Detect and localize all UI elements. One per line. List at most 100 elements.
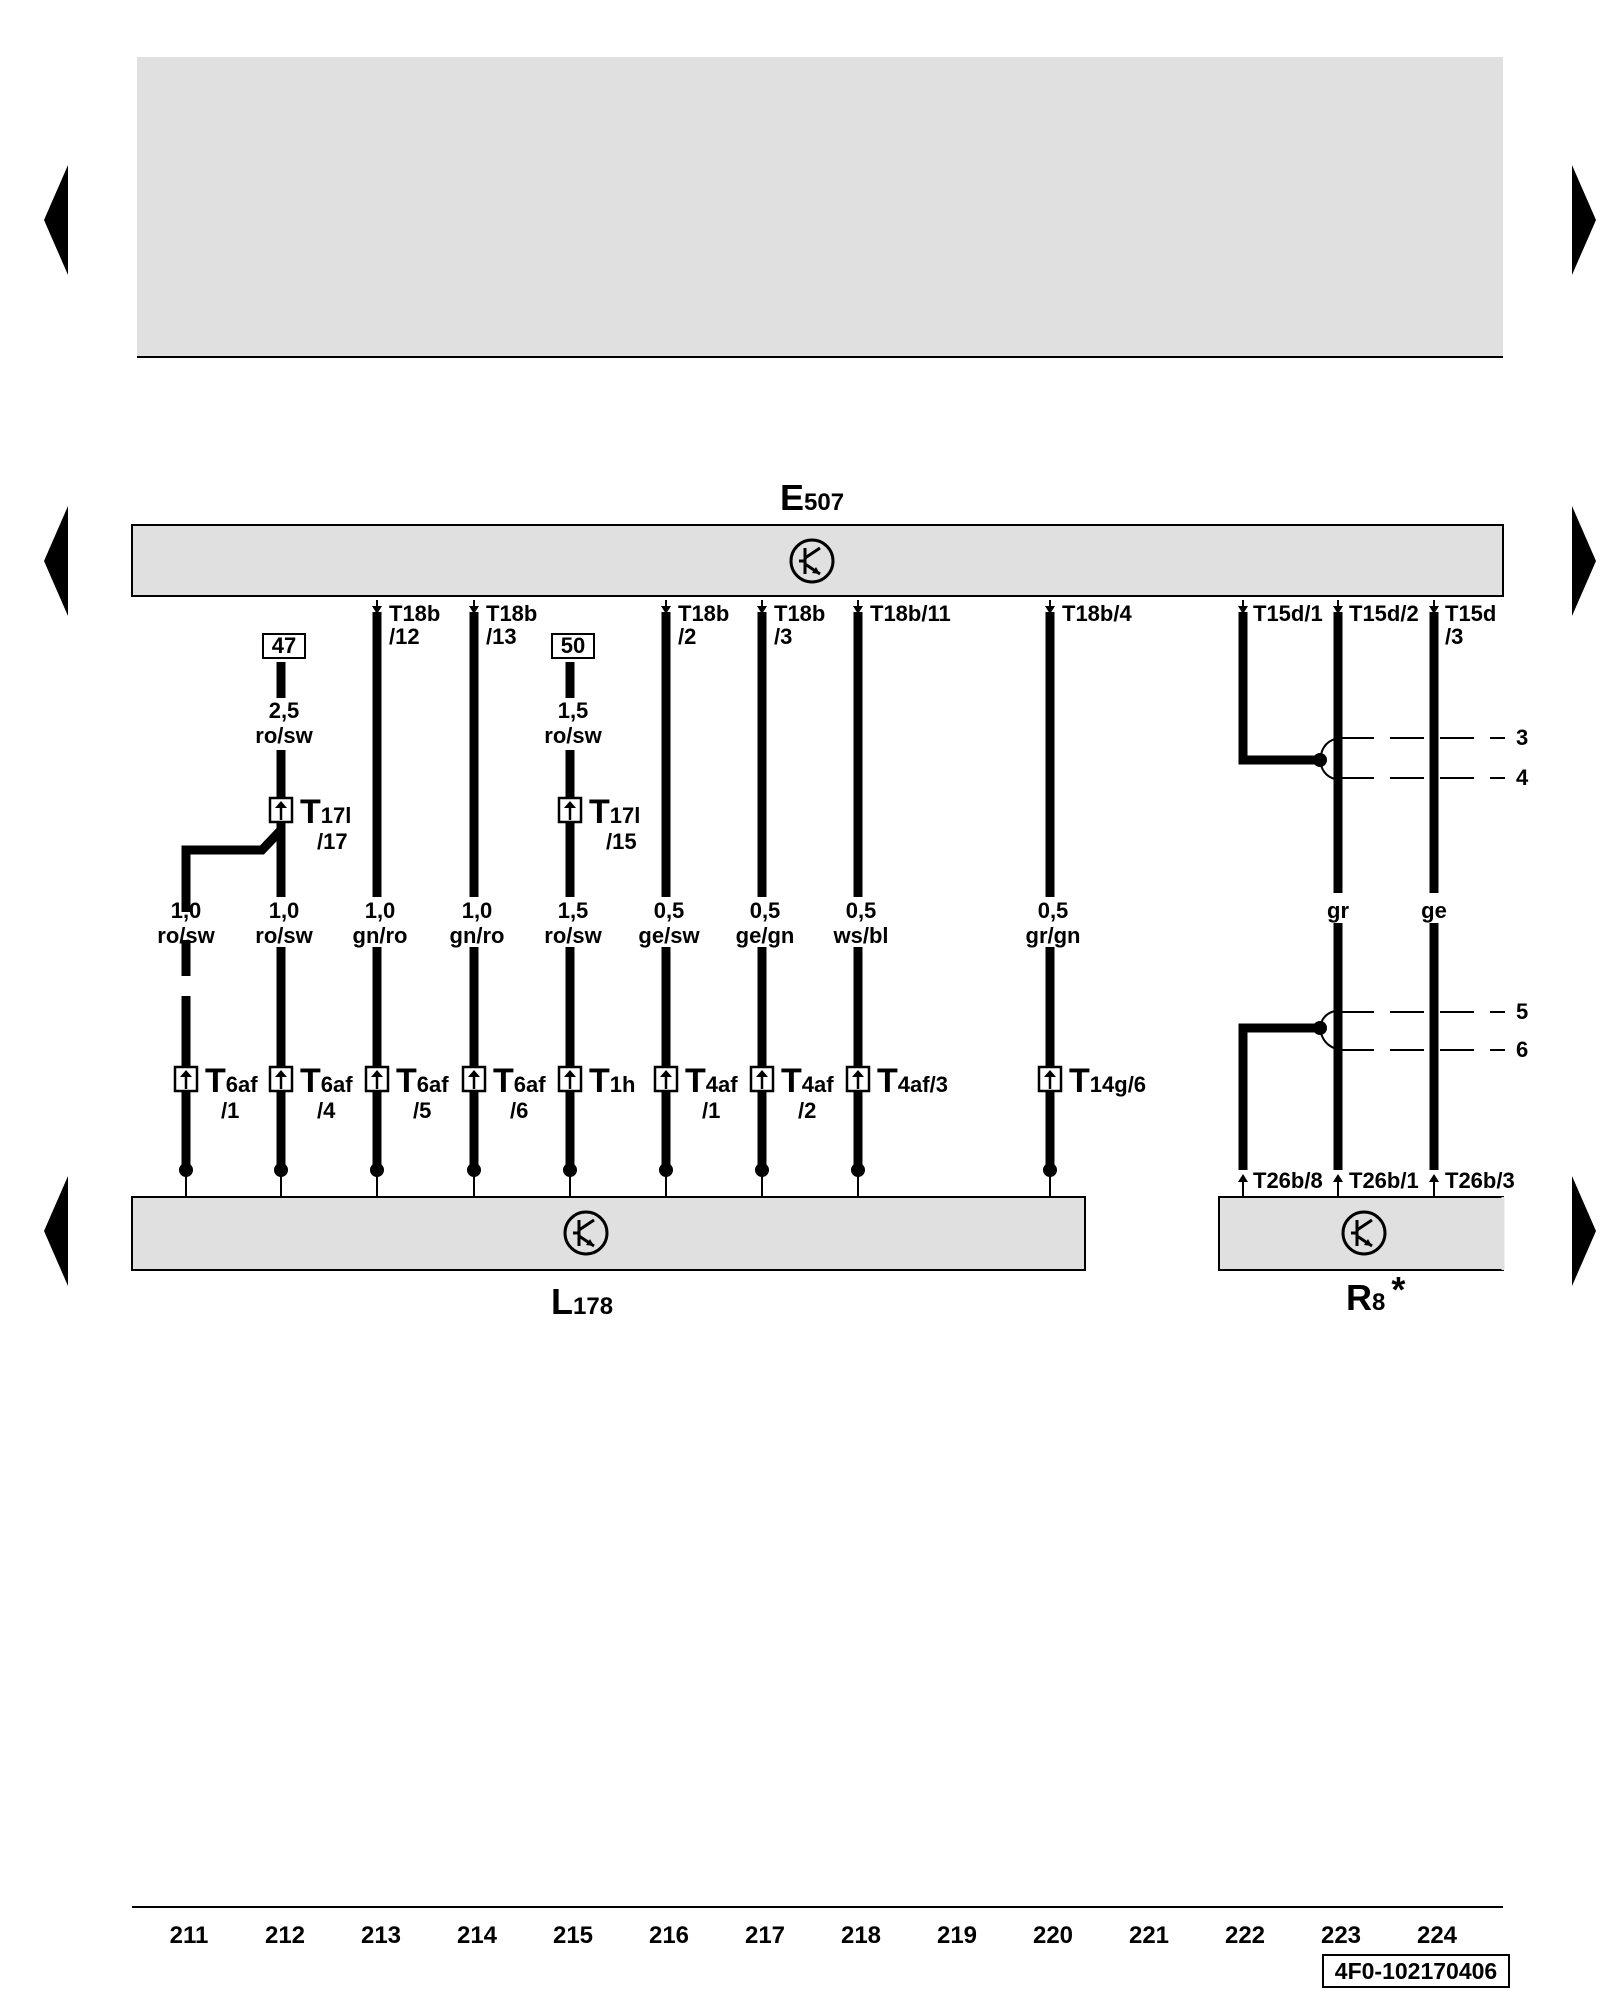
svg-text:T4af/3: T4af/3 bbox=[877, 1062, 948, 1100]
nav-left-arrow-2[interactable] bbox=[44, 506, 68, 616]
svg-text:T1h: T1h bbox=[589, 1062, 635, 1100]
plug-connector-icon bbox=[364, 1065, 390, 1093]
svg-text:T18b/4: T18b/4 bbox=[1062, 601, 1132, 626]
svg-text:ro/sw: ro/sw bbox=[544, 723, 602, 748]
terminal-box-50 bbox=[551, 633, 595, 659]
pin-arrow-icon bbox=[757, 600, 767, 614]
plug-connector-icon bbox=[1037, 1065, 1063, 1093]
nav-right-arrow-1[interactable] bbox=[1572, 165, 1596, 275]
pin-up-arrow-icon bbox=[1333, 1174, 1343, 1197]
svg-text:/2: /2 bbox=[678, 624, 696, 649]
svg-text:47: 47 bbox=[272, 633, 296, 658]
svg-text:T18b: T18b bbox=[678, 601, 729, 626]
plug-connector-icon bbox=[749, 1065, 775, 1093]
nav-arrows bbox=[44, 165, 1596, 1286]
svg-text:2,5: 2,5 bbox=[269, 698, 300, 723]
component-box-bottom-right bbox=[1218, 1196, 1504, 1271]
pin-arrow-icon bbox=[1238, 600, 1248, 614]
pin-arrow-icon bbox=[853, 600, 863, 614]
svg-text:T18b: T18b bbox=[389, 601, 440, 626]
component-box-top bbox=[131, 524, 1504, 597]
page-number: 213 bbox=[361, 1922, 401, 1949]
pin-arrow-icon bbox=[469, 600, 479, 614]
svg-text:T17l: T17l bbox=[300, 793, 351, 831]
wire-214: T18b /13 1,0 gn/ro T6af /6 bbox=[450, 600, 546, 1197]
wire-212: 47 2,5 ro/sw T17l /17 1,0 ro/sw T6af /4 bbox=[255, 633, 353, 1197]
document-id: 4F0-102170406 bbox=[1322, 1954, 1510, 1988]
pin-up-arrow-icon bbox=[1429, 1174, 1439, 1197]
svg-text:1,0: 1,0 bbox=[171, 898, 202, 923]
svg-text:T18b/11: T18b/11 bbox=[870, 601, 951, 626]
nav-left-arrow-3[interactable] bbox=[44, 1176, 68, 1286]
wire-216: T18b /2 0,5 ge/sw T4af /1 bbox=[638, 600, 738, 1197]
nav-right-arrow-3[interactable] bbox=[1572, 1176, 1596, 1286]
svg-text:1,0: 1,0 bbox=[269, 898, 300, 923]
page-number: 216 bbox=[649, 1922, 689, 1949]
electronic-symbol-icon bbox=[789, 538, 835, 584]
page-number: 220 bbox=[1033, 1922, 1073, 1949]
svg-text:0,5: 0,5 bbox=[654, 898, 685, 923]
svg-text:/4: /4 bbox=[317, 1098, 336, 1123]
svg-text:/17: /17 bbox=[317, 829, 348, 854]
right-wire-group: 3 4 5 6 T15d/1 T15d/2 T15d /3 gr ge T26b… bbox=[1238, 600, 1529, 1197]
svg-text:1,0: 1,0 bbox=[365, 898, 396, 923]
svg-text:T4af: T4af bbox=[781, 1062, 834, 1100]
svg-text:ge/gn: ge/gn bbox=[736, 923, 795, 948]
nav-right-arrow-2[interactable] bbox=[1572, 506, 1596, 616]
component-label-bottom-right: R8* bbox=[1346, 1269, 1405, 1318]
svg-text:T14g/6: T14g/6 bbox=[1069, 1062, 1146, 1100]
page-number: 222 bbox=[1225, 1922, 1265, 1949]
pin-up-arrow-icon bbox=[1238, 1174, 1248, 1197]
svg-text:T6af: T6af bbox=[205, 1062, 258, 1100]
svg-text:/15: /15 bbox=[606, 829, 637, 854]
svg-text:gn/ro: gn/ro bbox=[450, 923, 505, 948]
svg-text:1,5: 1,5 bbox=[558, 898, 589, 923]
svg-text:5: 5 bbox=[1516, 999, 1528, 1024]
svg-text:/13: /13 bbox=[486, 624, 517, 649]
plug-connector-icon bbox=[173, 1065, 199, 1093]
wire-217: T18b /3 0,5 ge/gn T4af /2 bbox=[736, 600, 834, 1197]
svg-text:T26b/3: T26b/3 bbox=[1445, 1168, 1515, 1193]
svg-text:/6: /6 bbox=[510, 1098, 528, 1123]
svg-text:T15d/2: T15d/2 bbox=[1349, 601, 1419, 626]
pin-arrow-icon bbox=[372, 600, 382, 614]
plug-connector-icon bbox=[268, 1065, 294, 1093]
svg-text:ge: ge bbox=[1421, 898, 1447, 923]
svg-text:T26b/1: T26b/1 bbox=[1349, 1168, 1419, 1193]
svg-text:/12: /12 bbox=[389, 624, 420, 649]
component-box-bottom-left bbox=[131, 1196, 1086, 1271]
pin-arrow-icon bbox=[1429, 600, 1439, 614]
wire-213: T18b /12 1,0 gn/ro T6af /5 bbox=[353, 600, 449, 1197]
svg-text:4: 4 bbox=[1516, 765, 1529, 790]
wire-220: T18b/4 0,5 gr/gn T14g/6 bbox=[1026, 600, 1146, 1197]
header-panel bbox=[137, 57, 1503, 357]
plug-connector-icon bbox=[845, 1065, 871, 1093]
svg-text:T15d: T15d bbox=[1445, 601, 1496, 626]
page-number: 214 bbox=[457, 1922, 498, 1949]
svg-text:gr/gn: gr/gn bbox=[1026, 923, 1081, 948]
page-number: 218 bbox=[841, 1922, 881, 1949]
svg-text:T6af: T6af bbox=[493, 1062, 546, 1100]
plug-connector-icon bbox=[557, 796, 583, 824]
svg-text:T6af: T6af bbox=[300, 1062, 353, 1100]
pin-arrow-icon bbox=[1333, 600, 1343, 614]
plug-connector-icon bbox=[268, 796, 294, 824]
page-number: 212 bbox=[265, 1922, 305, 1949]
svg-text:ro/sw: ro/sw bbox=[255, 923, 313, 948]
page-number: 224 bbox=[1417, 1922, 1458, 1949]
wire-215: 50 1,5 ro/sw T17l /15 1,5 ro/sw T1h bbox=[544, 633, 640, 1197]
svg-text:ro/sw: ro/sw bbox=[255, 723, 313, 748]
svg-text:50: 50 bbox=[561, 633, 585, 658]
svg-text:ro/sw: ro/sw bbox=[157, 923, 215, 948]
svg-text:/5: /5 bbox=[413, 1098, 431, 1123]
pin-arrow-icon bbox=[661, 600, 671, 614]
svg-text:/3: /3 bbox=[774, 624, 792, 649]
page-number: 219 bbox=[937, 1922, 977, 1949]
page-number: 223 bbox=[1321, 1922, 1361, 1949]
electronic-symbol-icon bbox=[1341, 1210, 1387, 1256]
svg-text:3: 3 bbox=[1516, 725, 1528, 750]
nav-left-arrow-1[interactable] bbox=[44, 165, 68, 275]
svg-text:0,5: 0,5 bbox=[846, 898, 877, 923]
svg-text:ro/sw: ro/sw bbox=[544, 923, 602, 948]
